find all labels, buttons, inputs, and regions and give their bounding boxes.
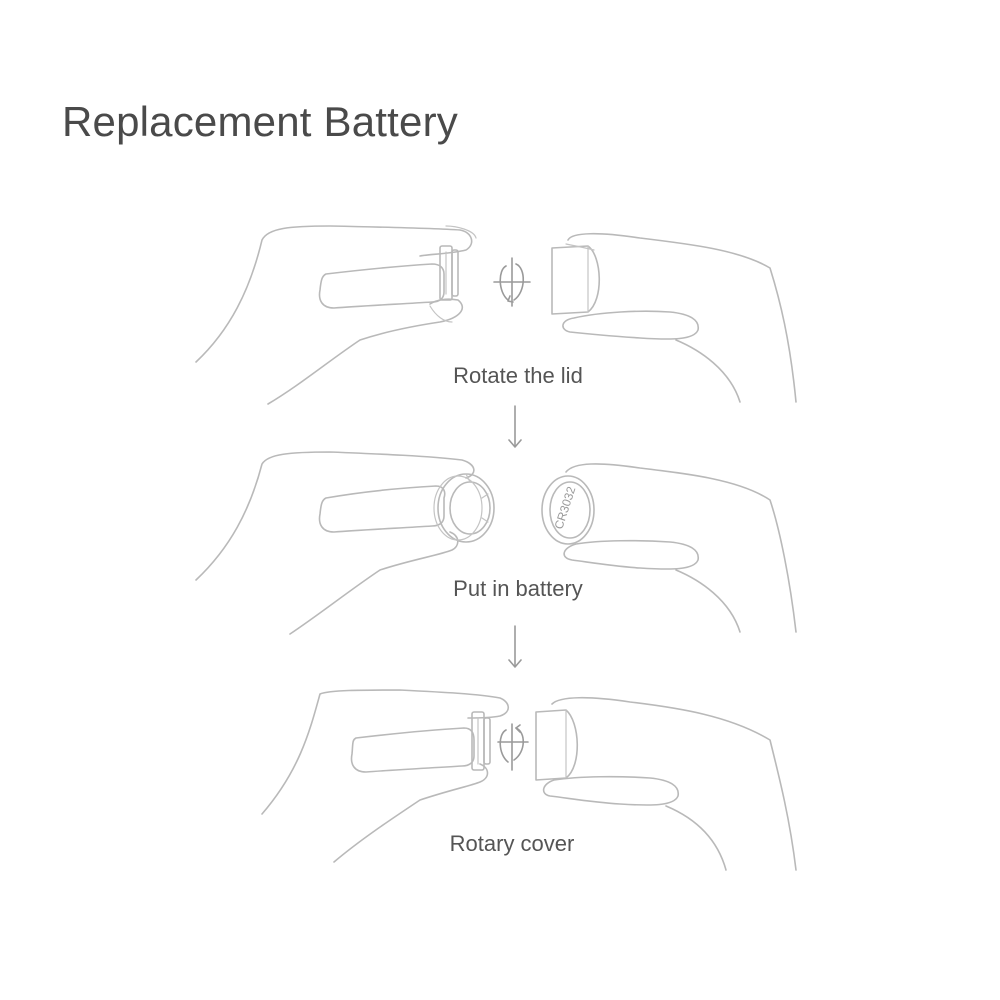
device-lid-step-3 [471, 711, 491, 771]
device-body-step-1 [551, 245, 601, 315]
step-2-caption: Put in battery [453, 576, 583, 601]
left-hand-step-3 [261, 689, 510, 863]
step-3-illustration [261, 689, 797, 871]
page-title: Replacement Battery [62, 98, 458, 145]
right-hand-step-2 [563, 463, 797, 633]
right-hand-step-1 [562, 232, 797, 403]
step-1-caption: Rotate the lid [453, 363, 583, 388]
device-body-step-3 [535, 709, 579, 781]
device-lid-step-1 [439, 245, 459, 301]
rotate-arrow-icon [497, 723, 529, 771]
down-arrow-icon [508, 405, 522, 448]
step-2-illustration: CR3032 [195, 451, 797, 635]
step-3-caption: Rotary cover [449, 831, 575, 856]
left-hand-step-2 [195, 451, 475, 635]
step-1-illustration [195, 225, 797, 405]
down-arrow-icon [508, 625, 522, 668]
device-lid-step-2 [433, 473, 495, 543]
battery-coin-cell: CR3032 [541, 475, 595, 545]
right-hand-step-3 [542, 696, 797, 871]
rotate-arrow-icon [493, 257, 531, 307]
